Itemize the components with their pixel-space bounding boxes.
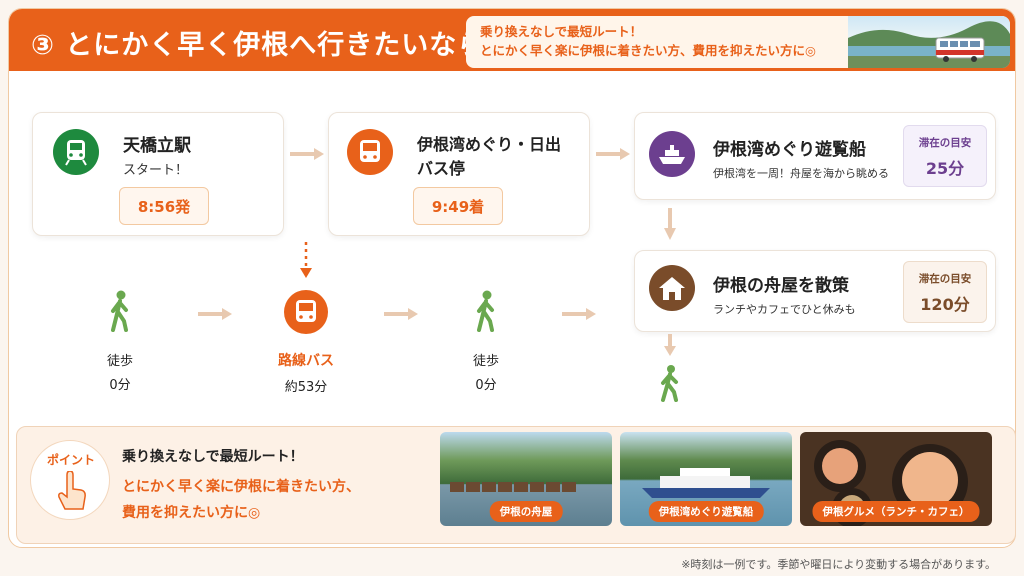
funaya-stroll-card: 伊根の舟屋を散策 ランチやカフェでひと休みも 滞在の目安 120分: [634, 250, 996, 332]
point-line3: 費用を抑えたい方に◎: [122, 505, 261, 521]
funaya-photo: 伊根の舟屋: [440, 432, 612, 526]
bus-icon: [347, 129, 393, 175]
walking-person-icon: [111, 290, 128, 332]
arrival-time: 9:49着: [413, 187, 503, 225]
arrow-right-icon: [562, 308, 596, 320]
arrow-right-icon: [596, 148, 630, 160]
header-summary-line2: とにかく早く楽に伊根に着きたい方、費用を抑えたい方に◎: [480, 43, 816, 58]
cruise-stay-value: 25分: [925, 159, 965, 178]
gourmet-photo: 伊根グルメ（ランチ・カフェ）: [800, 432, 992, 526]
walk1-label: 徒歩: [106, 354, 133, 369]
point-badge-label: ポイント: [46, 453, 95, 467]
stroll-stay-box: 滞在の目安 120分: [903, 261, 987, 323]
bus-by-lake-image: [848, 21, 1010, 68]
train-icon: [53, 129, 99, 175]
point-line2: とにかく早く楽に伊根に着きたい方、: [122, 479, 360, 495]
photo-caption-cruise: 伊根湾めぐり遊覧船: [648, 501, 764, 522]
start-station-name: 天橋立駅: [123, 136, 191, 156]
cruise-card: 伊根湾めぐり遊覧船 伊根湾を一周！舟屋を海から眺める 滞在の目安 25分: [634, 112, 996, 200]
departure-time: 8:56発: [119, 187, 209, 225]
start-station-card: 天橋立駅 スタート！ 8:56発: [32, 112, 284, 236]
cruise-title: 伊根湾めぐり遊覧船: [713, 140, 866, 160]
walk2-label: 徒歩: [472, 354, 499, 369]
stroll-description: ランチやカフェでひと休みも: [713, 303, 856, 316]
cruise-photo: 伊根湾めぐり遊覧船: [620, 432, 792, 526]
walk2-duration: 0分: [475, 378, 497, 393]
footnote: ※時刻は一例です。季節や曜日により変動する場合があります。: [681, 558, 996, 571]
stroll-stay-label: 滞在の目安: [918, 273, 972, 285]
dotted-arrow-down-icon: [300, 242, 312, 278]
point-badge: ポイント: [30, 440, 110, 520]
photo-caption-gourmet: 伊根グルメ（ランチ・カフェ）: [812, 501, 980, 522]
arrow-right-icon: [198, 308, 232, 320]
bus-stop-name-line2: バス停: [417, 159, 466, 178]
header-bus-photo: [848, 16, 1010, 68]
photo-caption-funaya: 伊根の舟屋: [489, 501, 563, 522]
house-icon: [649, 265, 695, 311]
cruise-stay-label: 滞在の目安: [918, 137, 972, 149]
header-summary-line1: 乗り換えなしで最短ルート！: [480, 24, 643, 39]
point-line1: 乗り換えなしで最短ルート！: [122, 449, 304, 465]
arrow-down-icon: [664, 208, 676, 240]
cruise-stay-box: 滞在の目安 25分: [903, 125, 987, 187]
pointing-hand-icon: [58, 471, 86, 510]
bus-mode-label: 路線バス: [278, 353, 334, 369]
arrow-right-icon: [290, 148, 324, 160]
route-bus-icon: [284, 290, 328, 334]
arrow-down-icon: [664, 334, 676, 356]
walking-person-icon: [477, 290, 494, 332]
stroll-title: 伊根の舟屋を散策: [713, 276, 849, 296]
ship-icon: [649, 131, 695, 177]
page-title: ③ とにかく早く伊根へ行きたいなら: [31, 30, 486, 61]
walk1-duration: 0分: [109, 378, 131, 393]
walking-person-icon: [661, 365, 678, 402]
stroll-stay-value: 120分: [920, 295, 970, 314]
arrow-right-icon: [384, 308, 418, 320]
bus-stop-card: 伊根湾めぐり・日出 バス停 9:49着: [328, 112, 590, 236]
start-label: スタート！: [123, 163, 189, 178]
bus-stop-name-line1: 伊根湾めぐり・日出: [417, 135, 562, 154]
cruise-description: 伊根湾を一周！舟屋を海から眺める: [713, 167, 889, 180]
bus-duration: 約53分: [284, 380, 328, 395]
